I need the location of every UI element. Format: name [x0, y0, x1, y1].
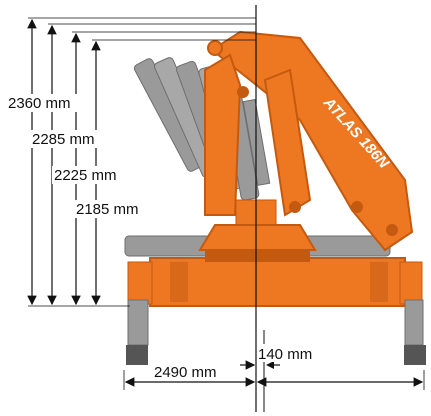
dim-label-2285: 2285 mm [32, 131, 95, 148]
dim-label-2490: 2490 mm [154, 364, 217, 381]
main-boom [204, 30, 414, 252]
dim-label-2360: 2360 mm [8, 95, 71, 112]
dim-label-2225: 2225 mm [54, 167, 117, 184]
base-frame [149, 250, 406, 307]
boom-extensions [133, 57, 260, 201]
stabilizer-leg-left [126, 261, 153, 365]
dim-label-140: 140 mm [258, 346, 312, 363]
stabilizer-leg-right [399, 261, 426, 365]
dim-label-2185: 2185 mm [76, 201, 139, 218]
